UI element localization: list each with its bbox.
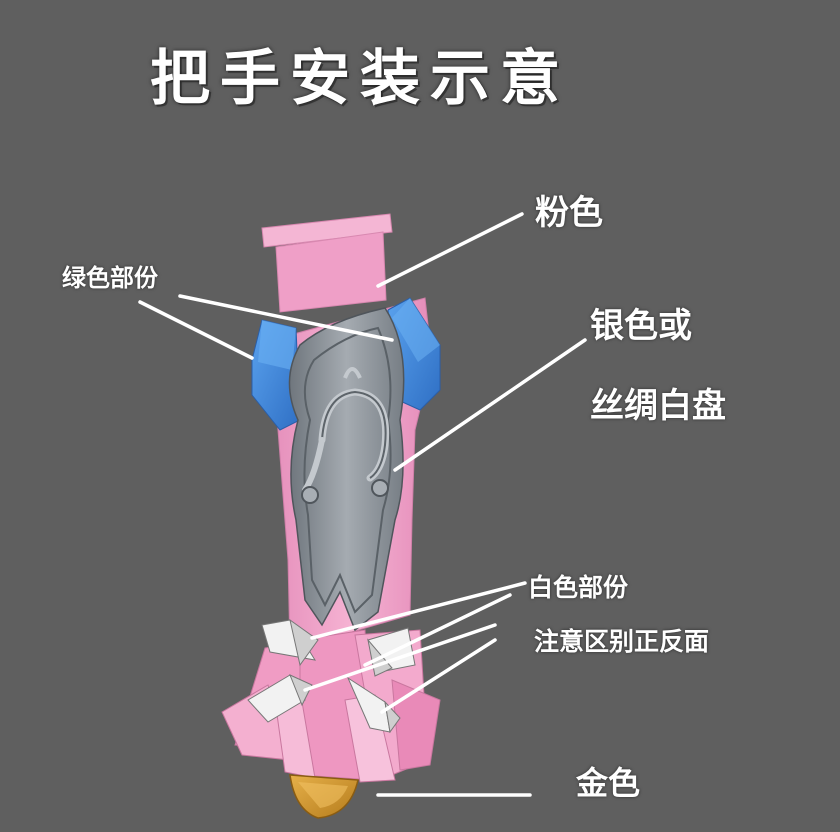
arrow-white-1 xyxy=(310,581,527,640)
arrow-green-left xyxy=(138,300,254,360)
label-pink: 粉色 xyxy=(535,193,603,233)
arrow-pink xyxy=(376,212,524,288)
label-green-part: 绿色部份 xyxy=(62,264,158,292)
diagram-title: 把手安装示意 xyxy=(150,44,570,114)
white-ribbons xyxy=(247,618,416,734)
leader-lines xyxy=(138,212,587,797)
label-gold: 金色 xyxy=(576,764,641,802)
arrow-white-2 xyxy=(363,593,512,667)
arrow-white-3 xyxy=(303,623,497,692)
arrow-silver xyxy=(393,338,587,472)
silver-plate xyxy=(288,307,405,632)
arrow-green-right xyxy=(178,294,394,342)
label-silver-line1: 银色或 xyxy=(590,306,692,346)
arrow-white-4 xyxy=(380,638,497,714)
pink-top-cap xyxy=(261,213,393,313)
green-part-left xyxy=(251,319,301,431)
label-silver-line2: 丝绸白盘 xyxy=(590,386,726,426)
label-white-part: 白色部份 xyxy=(528,573,629,602)
gold-tip xyxy=(289,774,359,819)
label-note-orientation: 注意区别正反面 xyxy=(534,627,710,656)
